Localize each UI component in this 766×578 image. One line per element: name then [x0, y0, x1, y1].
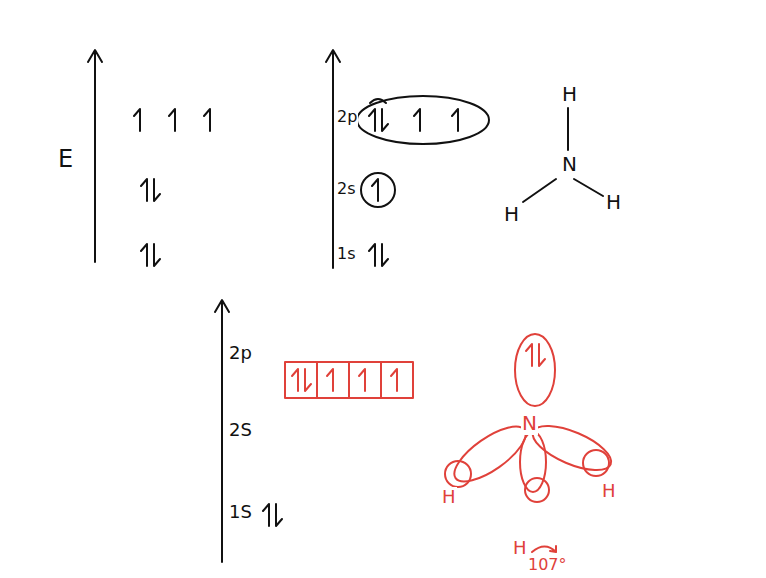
- promotion-arc: [370, 99, 386, 103]
- level-label: 2p: [336, 108, 358, 126]
- axis-label: E: [57, 146, 74, 174]
- lone-pair-lobe: [515, 334, 555, 406]
- bond-lobe: [520, 432, 546, 492]
- electron-arrows: [134, 109, 210, 266]
- orbital-boxes: [285, 362, 413, 398]
- electron-arrows: [369, 109, 458, 266]
- atom-label: H: [601, 481, 617, 502]
- level-label: 1S: [228, 502, 253, 523]
- h-orbital: [445, 461, 471, 487]
- level-label: 1s: [336, 245, 357, 263]
- h-orbital: [525, 478, 549, 502]
- atom-label: H: [561, 83, 578, 106]
- level-label: 2S: [228, 420, 253, 441]
- orbital-circle: [361, 173, 395, 207]
- electron-arrows: [263, 504, 282, 526]
- electron-arrows: [526, 344, 545, 366]
- angle-arrow: [532, 546, 556, 552]
- atom-label: H: [605, 191, 622, 214]
- atom-label: H: [512, 538, 528, 559]
- energy-axis: [215, 300, 229, 562]
- h-orbital: [583, 450, 609, 476]
- atom-label: N: [561, 153, 578, 176]
- electron-arrows: [292, 369, 397, 391]
- angle-label: 107°: [527, 556, 568, 574]
- atom-label: H: [441, 487, 457, 508]
- energy-axis: [326, 50, 340, 268]
- atom-label: N: [521, 412, 538, 435]
- bond-line: [523, 108, 603, 202]
- level-label: 2s: [336, 180, 357, 198]
- bond-lobe: [527, 417, 617, 479]
- atom-label: H: [503, 203, 520, 226]
- level-label: 2p: [228, 343, 253, 364]
- orbital-circle: [357, 96, 489, 144]
- energy-axis: [88, 50, 102, 262]
